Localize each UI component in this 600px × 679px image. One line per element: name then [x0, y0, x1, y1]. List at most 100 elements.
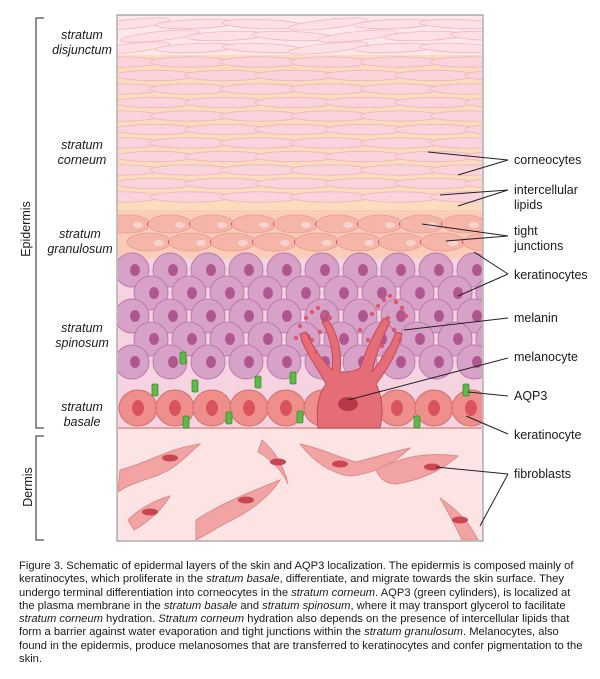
corneocyte — [254, 150, 336, 163]
corneocyte — [324, 69, 406, 82]
skin-layers-figure: stratum disjunctum stratum corneum strat… — [19, 14, 588, 542]
corneocyte — [219, 110, 301, 122]
corneocyte — [394, 69, 476, 82]
label-text: disjunctum — [52, 43, 112, 57]
keratinocyte-nucleus — [301, 287, 311, 299]
granulosum-nucleus — [322, 240, 332, 246]
fibroblast — [298, 443, 412, 477]
leader-keratinocytes-a — [473, 251, 509, 275]
leader-lines — [347, 151, 509, 527]
label-stratum-disjunctum: stratum disjunctum — [36, 28, 128, 58]
keratinocyte-nucleus — [282, 264, 292, 276]
aqp3-cylinder — [289, 371, 297, 385]
label-stratum-basale: stratum basale — [36, 400, 128, 430]
label-melanocyte: melanocyte — [514, 350, 578, 364]
label-intercellular-lipids: intercellular lipids — [514, 183, 578, 213]
corneocyte — [289, 191, 371, 203]
caption-text: Figure 3. Schematic of epidermal layers … — [19, 560, 574, 586]
corneocyte-flake — [419, 18, 482, 30]
melanin-granule — [391, 327, 397, 333]
basal-nucleus — [428, 400, 440, 416]
corneocyte — [464, 178, 482, 189]
granulosum-nucleus — [343, 222, 353, 228]
granulosum-nucleus — [238, 240, 248, 246]
granulosum-nucleus — [364, 240, 374, 246]
corneocyte — [149, 110, 231, 122]
label-fibroblasts: fibroblasts — [514, 467, 571, 481]
corneocyte-flake — [287, 41, 369, 55]
corneocyte-flake — [419, 42, 482, 54]
fibroblast-nucleus — [424, 463, 440, 471]
corneocyte — [359, 164, 441, 176]
keratinocyte-nucleus — [168, 356, 178, 368]
melanin-granule — [357, 327, 363, 333]
melanin-granule — [365, 337, 371, 343]
granulosum-cell — [294, 232, 340, 252]
corneocyte — [324, 177, 406, 190]
granulosum-nucleus — [301, 222, 311, 228]
corneocyte — [254, 96, 336, 109]
tight-junction — [504, 240, 509, 244]
label-text: stratum — [61, 28, 103, 42]
granulosum-nucleus — [217, 222, 227, 228]
caption-italic: stratum granulosum — [364, 626, 464, 639]
label-text: granulosum — [47, 242, 113, 256]
corneocyte — [429, 137, 482, 149]
corneocyte — [359, 110, 441, 122]
corneocyte — [184, 96, 266, 109]
corneocyte-flake — [317, 29, 399, 43]
leader-keratinocyte — [465, 415, 509, 435]
melanin-granule — [385, 315, 391, 321]
label-corneocytes: corneocytes — [514, 153, 582, 167]
corneocyte — [464, 97, 482, 108]
corneocyte — [184, 69, 266, 82]
granulosum-nucleus — [448, 240, 458, 246]
corneocyte-flake — [287, 17, 369, 31]
keratinocyte-nucleus — [453, 287, 463, 299]
melanin-granule — [293, 335, 299, 341]
keratinocyte-nucleus — [415, 333, 425, 345]
keratinocyte-nucleus — [472, 264, 482, 276]
aqp3-cylinder — [182, 415, 190, 429]
granulosum-cell — [231, 214, 277, 234]
melanin-granule — [397, 337, 403, 343]
corneocyte — [289, 137, 371, 149]
label-text: lipids — [514, 198, 543, 212]
aqp3-cylinder — [254, 375, 262, 389]
granulosum-cell — [315, 214, 361, 234]
melanin-granule — [375, 303, 381, 309]
keratinocyte-nucleus — [187, 333, 197, 345]
label-text: intercellular — [514, 183, 578, 197]
basal-nucleus — [206, 400, 218, 416]
caption-text: and — [237, 599, 263, 612]
granulosum-cell — [189, 214, 235, 234]
keratinocyte-nucleus — [244, 310, 254, 322]
basal-nucleus — [280, 400, 292, 416]
keratinocyte-nucleus — [130, 356, 140, 368]
granulosum-cell — [147, 214, 193, 234]
corneocyte — [219, 191, 301, 203]
aqp3-cylinder — [462, 383, 470, 397]
label-keratinocytes: keratinocytes — [514, 268, 588, 282]
leader-aqp3 — [467, 391, 509, 397]
skin-schematic — [35, 14, 509, 542]
corneocyte — [118, 69, 196, 82]
melanocyte — [299, 317, 403, 429]
corneocyte-flake — [118, 41, 171, 55]
corneocyte — [429, 164, 482, 176]
tight-junction — [483, 222, 488, 226]
corneocyte — [394, 177, 476, 190]
keratinocyte-nucleus — [168, 310, 178, 322]
keratinocyte-nucleus — [263, 287, 273, 299]
fibroblast — [118, 443, 202, 493]
keratinocyte-nucleus — [244, 356, 254, 368]
keratinocyte-nucleus — [168, 264, 178, 276]
label-text: stratum — [61, 321, 103, 335]
corneocyte — [429, 110, 482, 122]
corneocyte — [254, 69, 336, 82]
corneocyte — [118, 123, 196, 136]
keratinocyte-nucleus — [149, 287, 159, 299]
keratinocyte-nucleus — [491, 333, 501, 345]
keratinocyte-nucleus — [358, 310, 368, 322]
corneocyte — [184, 177, 266, 190]
